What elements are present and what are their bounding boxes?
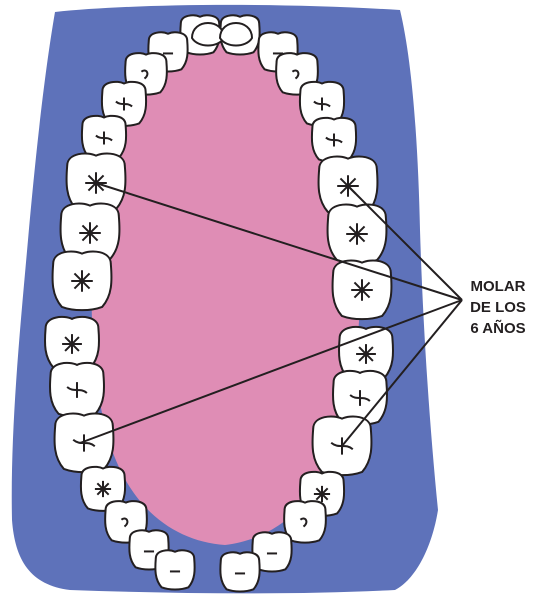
tooth-left-premolar [50,363,104,417]
callout-line-2: DE LOS [456,297,540,318]
tooth-left-premolar [55,413,114,472]
tooth-left-molar [53,251,112,310]
tooth-right-molar [328,204,387,263]
callout-line-1: MOLAR [456,276,540,297]
callout-label: MOLAR DE LOS 6 AÑOS [456,276,540,339]
tooth-left-incisor [155,550,194,589]
callout-line-3: 6 AÑOS [456,318,540,339]
tooth-upper-central-incisor-2 [220,23,252,46]
tooth-right-premolar [312,118,356,162]
tooth-upper-central-incisor-1 [192,23,224,46]
tooth-right-incisor [220,552,259,591]
tooth-right-molar [333,260,392,319]
